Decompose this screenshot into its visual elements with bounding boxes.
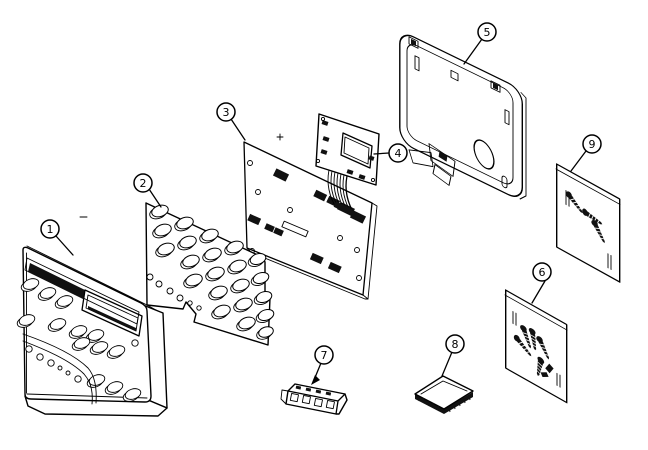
callout-7-arrowhead — [311, 375, 320, 385]
mounting-hole — [473, 139, 495, 170]
terminal-block-drawing — [280, 383, 348, 415]
callout-6-circle — [532, 262, 552, 282]
panel-buttons — [16, 278, 142, 402]
front-panel-drawing — [16, 216, 168, 417]
brand-logo-text — [28, 263, 85, 299]
callout-7: 7 — [311, 345, 334, 385]
callout-2: 2 — [133, 173, 162, 208]
registration-mark — [276, 133, 284, 141]
lcd-window — [340, 132, 373, 169]
panel-holes — [25, 345, 82, 383]
cover-plate-drawing — [414, 375, 474, 414]
hardware-bag-drawing — [504, 289, 568, 404]
board-holes — [247, 160, 362, 281]
callout-4-circle — [388, 143, 408, 163]
screw-bag-drawing — [555, 163, 621, 283]
callout-3-label: 3 — [223, 106, 230, 119]
keypad-drawing — [145, 202, 275, 346]
callout-9: 9 — [570, 134, 602, 172]
release-clip — [408, 143, 456, 186]
module-pads — [315, 116, 376, 183]
cover-plate-ribs — [417, 394, 471, 413]
callout-3: 3 — [216, 102, 246, 141]
callout-2-label: 2 — [140, 177, 147, 190]
bag6-hardware — [512, 324, 554, 379]
keypad-nubs — [146, 273, 202, 311]
callout-6-label: 6 — [539, 266, 546, 279]
callout-7-label: 7 — [321, 349, 328, 362]
callout-5: 5 — [463, 22, 497, 65]
display-window — [81, 289, 143, 337]
callout-7-circle — [314, 345, 334, 365]
callout-4-label: 4 — [395, 147, 402, 160]
plate-details — [408, 36, 510, 189]
callout-3-circle — [216, 102, 236, 122]
callout-5-label: 5 — [484, 26, 491, 39]
callout-2-circle — [133, 173, 153, 193]
callout-1: 1 — [40, 219, 74, 256]
terminal-holes — [289, 385, 335, 410]
callout-8-circle — [445, 334, 465, 354]
callout-1-label: 1 — [47, 223, 54, 236]
callout-5-circle — [477, 22, 497, 42]
callout-4: 4 — [373, 143, 408, 163]
callout-6: 6 — [531, 262, 552, 304]
callout-8-label: 8 — [452, 338, 459, 351]
callout-9-circle — [582, 134, 602, 154]
callout-1-circle — [40, 219, 60, 239]
keypad-buttons — [146, 204, 275, 340]
display-module-drawing — [315, 113, 380, 215]
callout-8: 8 — [441, 334, 465, 377]
back-plate-drawing — [399, 34, 527, 200]
lower-door-line — [22, 340, 93, 405]
callout-9-label: 9 — [589, 138, 596, 151]
